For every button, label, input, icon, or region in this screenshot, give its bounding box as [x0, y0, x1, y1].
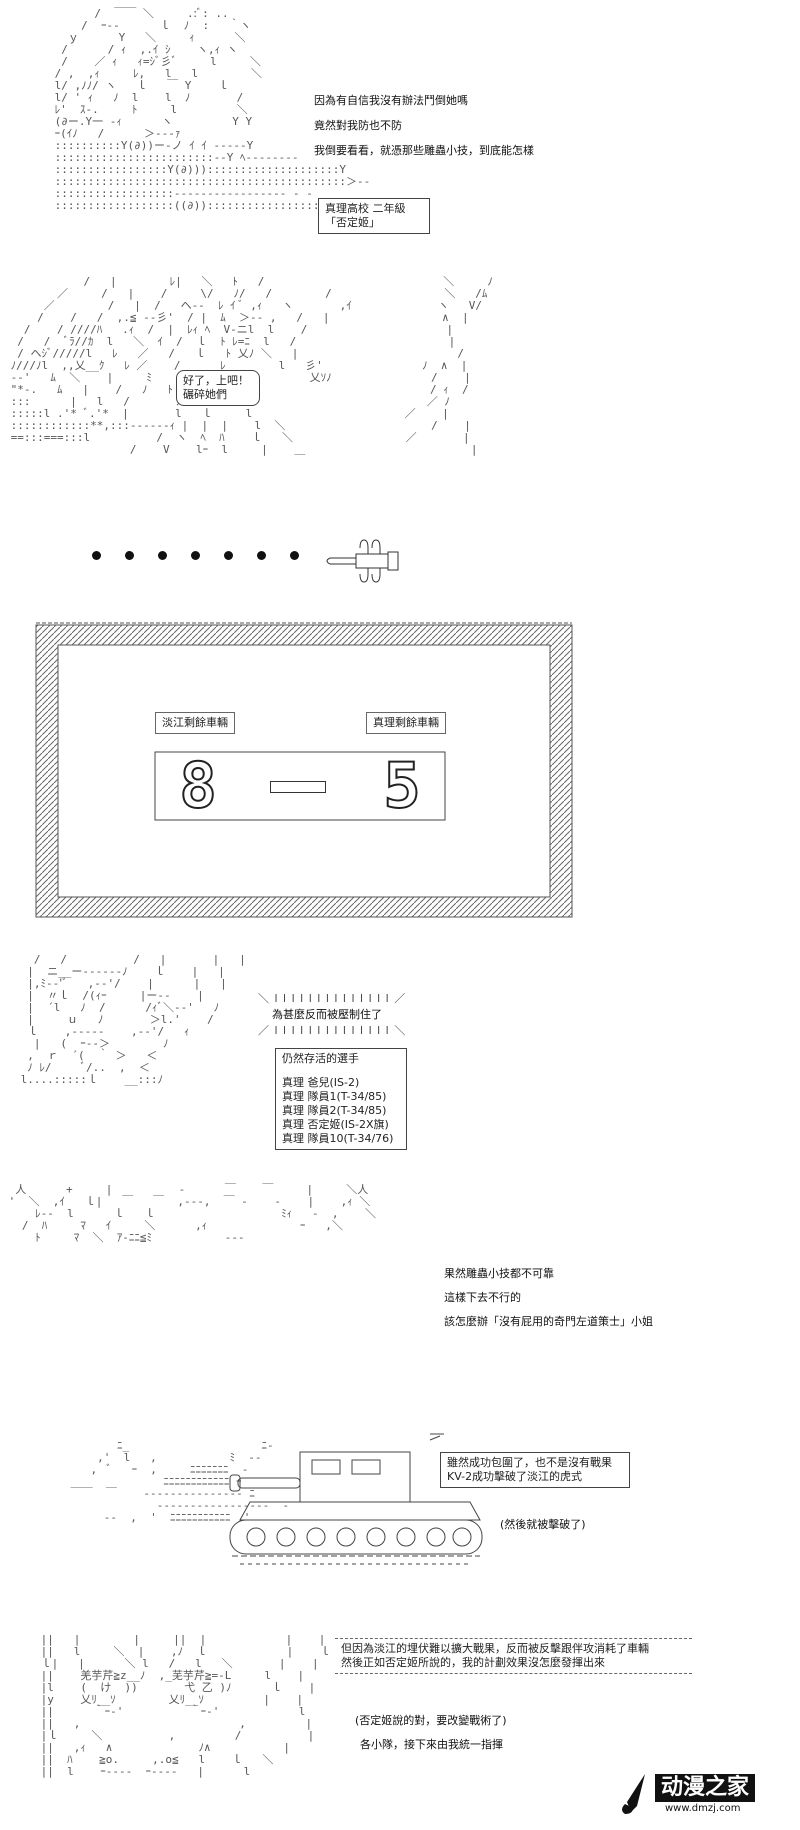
ellipsis-dot-2 — [125, 551, 134, 560]
survivor-item: 真理 隊員10(T-34/76) — [282, 1132, 394, 1145]
survivor-list-title: 仍然存活的選手 — [282, 1052, 359, 1065]
caption-line-2: 「否定姬」 — [325, 216, 380, 229]
left-team-label: 淡江剩餘車輛 — [155, 712, 235, 734]
watermark-url: www.dmzj.com — [665, 1803, 741, 1814]
right-team-label: 真理剩餘車輛 — [366, 712, 446, 734]
dialogue-line-2: 這樣下去不行的 — [444, 1291, 521, 1304]
panel-2: / | ﾚ| ＼ ﾄ / ＼ ﾉ ／ / | / \/ ﾉ/ / / ＼ /ﾑ … — [0, 270, 800, 510]
narration-line-2: KV-2成功擊破了淡江的虎式 — [447, 1470, 583, 1483]
panel-6: 人 + | ‐ ￣ ￣ | ＼人 ' ＼ ,ｲ ｌ| ￣ ￣ ,-‐-, ￣ ‐… — [0, 1180, 800, 1390]
ellipsis-dot-4 — [191, 551, 200, 560]
dialogue-line-3: 該怎麼辦「沒有屁用的奇門左道策士」小姐 — [444, 1315, 653, 1328]
narration-line-2: 然後正如否定姬所說的，我的計劃效果沒怎麼發揮出來 — [341, 1656, 605, 1669]
character-ascii-art-1: / ￣￣ ＼ .:ﾞ: .. / ｰ-‐ ｌ ﾉ : ｀ヽ ｙ Y ＼ ｨ ＼ … — [54, 7, 398, 212]
narration-box: 但因為淡江的埋伏難以擴大戰果，反而被反擊跟伴攻消耗了車輛 然後正如否定姬所說的，… — [335, 1638, 692, 1674]
bubble-line-2: 碾碎她們 — [183, 388, 227, 401]
panel-4-scoreboard: 淡江剩餘車輛 真理剩餘車輛 8 5 — [0, 615, 800, 925]
dialogue-line-2: 竟然對我防也不防 — [314, 119, 402, 132]
thought-line: (否定姬說的對，要改變戰術了) — [355, 1714, 507, 1727]
dialogue-line-1: 因為有自信我沒有辦法鬥倒她嗎 — [314, 94, 468, 107]
ellipsis-dot-6 — [257, 551, 266, 560]
right-remaining-count: 5 — [382, 749, 421, 822]
explosion-ascii-art: ﾆ_ ﾆ- ,' l , ﾐ -‐ , ﾞ ｰ , ﾆﾆﾆﾆﾆﾆﾆ ‐ ﾆﾆﾆﾆ… — [70, 1439, 290, 1524]
watermark-site-name: 动漫之家 — [655, 1774, 756, 1802]
survivor-item: 真理 爸兒(IS-2) — [282, 1076, 360, 1089]
ellipsis-dot-3 — [158, 551, 167, 560]
character-ascii-art-3: / / / | | | | ニ__ー-‐‐‐‐‐ﾉ ｌ | | |,ﾐ-‐'ﾞ … — [20, 953, 246, 1086]
ellipsis-dot-1 — [92, 551, 101, 560]
site-watermark: 动漫之家 www.dmzj.com — [615, 1772, 785, 1816]
narration-box: 雖然成功包圍了，也不是沒有戰果 KV-2成功擊破了淡江的虎式 — [440, 1452, 630, 1488]
panel-5: / / / | | | | ニ__ー-‐‐‐‐‐ﾉ ｌ | | |,ﾐ-‐'ﾞ … — [0, 950, 800, 1170]
bubble-line-1: 好了，上吧！ — [183, 374, 249, 387]
scoreboard-frame — [35, 622, 573, 918]
survivor-item: 真理 隊員2(T-34/85) — [282, 1104, 387, 1117]
caption-line-1: 真理高校 二年級 — [325, 202, 406, 215]
tank-drawing — [229, 1433, 483, 1565]
survivor-list-box: 仍然存活的選手 真理 爸兒(IS-2) 真理 隊員1(T-34/85) 真理 隊… — [275, 1048, 407, 1150]
exclaim-ticks-bottom: ／ l l l l l l l l l l l l l l ＼ — [258, 1024, 407, 1037]
character-ascii-art-2: / | ﾚ| ＼ ﾄ / ＼ ﾉ ／ / | / \/ ﾉ/ / / ＼ /ﾑ … — [10, 275, 493, 456]
survivor-item: 真理 否定姬(IS-2X旗) — [282, 1118, 389, 1131]
left-remaining-count: 8 — [178, 749, 217, 822]
panel-8: || | | || | | | || l ＼ | ,ﾉ ｌ | ｌ ｌ| | ＼… — [0, 1630, 800, 1830]
character-ascii-art-4: 人 + | ‐ ￣ ￣ | ＼人 ' ＼ ,ｲ ｌ| ￣ ￣ ,-‐-, ￣ ‐… — [8, 1183, 653, 1328]
score-separator-dash — [270, 781, 326, 793]
command-line: 各小隊，接下來由我統一指揮 — [360, 1738, 503, 1751]
narration-line-1: 雖然成功包圍了，也不是沒有戰果 — [447, 1456, 612, 1469]
exclaim-line: 為甚麼反而被壓制住了 — [272, 1008, 382, 1021]
narration-line-1: 但因為淡江的埋伏難以擴大戰果，反而被反擊跟伴攻消耗了車輛 — [341, 1642, 649, 1655]
survivor-item: 真理 隊員1(T-34/85) — [282, 1090, 387, 1103]
dialogue-line-1: 果然雕蟲小技都不可靠 — [444, 1267, 554, 1280]
ellipsis-dot-5 — [224, 551, 233, 560]
ellipsis-dot-7 — [290, 551, 299, 560]
character-caption-box: 真理高校 二年級 「否定姬」 — [318, 198, 430, 234]
exclaim-text: ＼ l l l l l l l l l l l l l l ／ 為甚麼反而被壓制… — [258, 990, 406, 1038]
panel-1: / ￣￣ ＼ .:ﾞ: .. / ｰ-‐ ｌ ﾉ : ｀ヽ ｙ Y ＼ ｨ ＼ … — [0, 0, 800, 234]
radio-plug-icon — [326, 539, 399, 583]
dialogue-line-3: 我倒要看看，就憑那些雕蟲小技，到底能怎樣 — [314, 144, 534, 157]
aside-text: (然後就被擊破了) — [500, 1518, 586, 1531]
panel-3 — [0, 530, 800, 590]
character-ascii-art-5: || | | || | | | || l ＼ | ,ﾉ ｌ | ｌ ｌ| | ＼… — [40, 1633, 331, 1778]
brush-logo-icon — [622, 1774, 645, 1814]
exclaim-ticks-top: ＼ l l l l l l l l l l l l l l ／ — [258, 992, 407, 1005]
speech-bubble: 好了，上吧！ 碾碎她們 — [176, 370, 260, 406]
panel-7: ﾆ_ ﾆ- ,' l , ﾐ -‐ , ﾞ ｰ , ﾆﾆﾆﾆﾆﾆﾆ ‐ ﾆﾆﾆﾆ… — [0, 1430, 800, 1610]
